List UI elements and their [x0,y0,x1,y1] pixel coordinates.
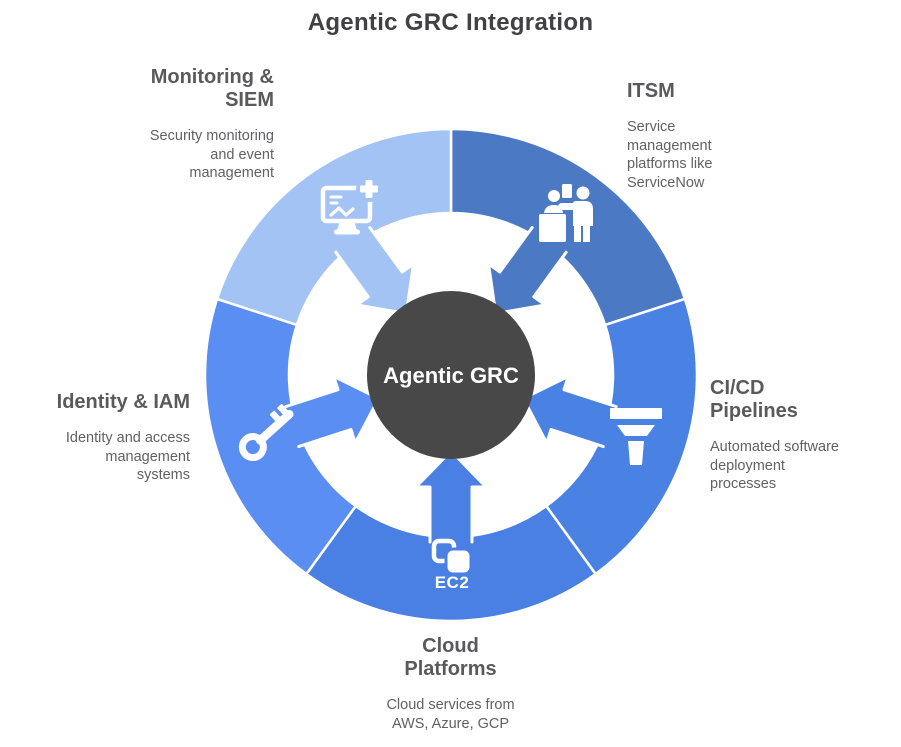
center-hub-circle [367,291,535,459]
service-desk-icon [539,184,593,242]
section-heading: Monitoring & SIEM [150,66,274,111]
section-heading: Cloud Platforms [404,635,497,680]
label-block-cloud-platforms: Cloud Platforms Cloud services from AWS,… [330,635,571,733]
ec2-label: EC2 [435,573,470,592]
center-hub-label: Agentic GRC [383,363,519,388]
section-description: Security monitoring and event management [149,128,274,181]
label-block-cicd-pipelines: CI/CD Pipelines Automated software deplo… [710,377,839,494]
section-heading: Identity & IAM [56,391,190,413]
page-title: Agentic GRC Integration [307,9,594,36]
key-icon [238,403,294,462]
monitor-chart-plus-icon [320,176,382,235]
section-heading: ITSM [627,80,675,102]
ec2-stack-icon: EC2 [431,538,473,592]
section-description: Automated software deployment processes [710,439,839,492]
label-block-identity-iam: Identity & IAM Identity and access manag… [57,391,190,485]
funnel-icon [610,408,662,465]
segment-monitoring [215,127,453,327]
section-description: Service management platforms like Servic… [627,119,713,191]
label-block-itsm: ITSM Service management platforms like S… [627,80,712,192]
section-description: Identity and access management systems [65,430,190,483]
section-description: Cloud services from AWS, Azure, GCP [386,697,515,732]
label-block-monitoring-siem: Monitoring & SIEM Security monitoring an… [150,66,274,183]
arrow-cloud-to-center [414,449,488,544]
section-heading: CI/CD Pipelines [710,377,798,422]
